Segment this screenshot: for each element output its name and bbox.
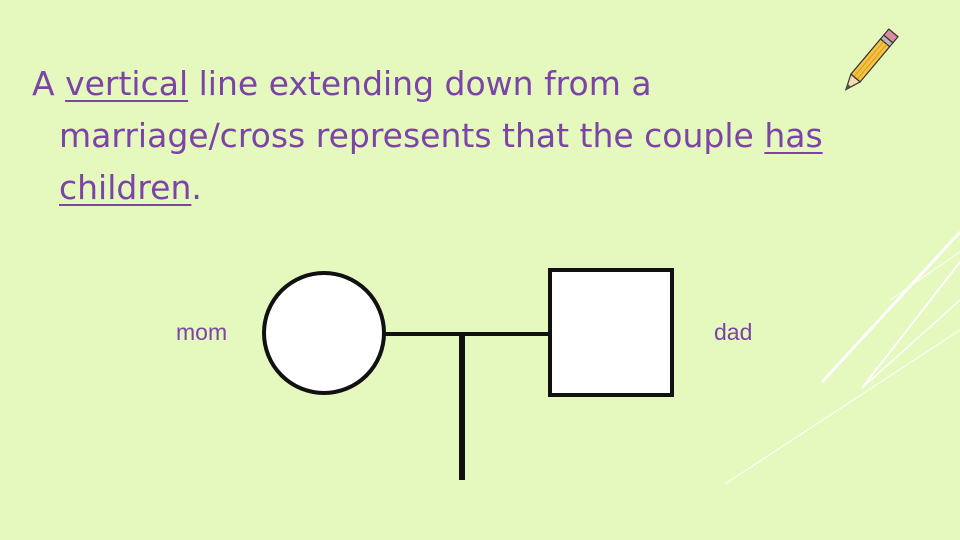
label-dad: dad [714,319,753,345]
text-has: has [764,116,823,155]
label-mom: mom [176,319,228,345]
main-statement: A vertical line extending down from a ma… [32,58,912,214]
text-seg-4: marriage/cross represents that the coupl… [59,116,765,155]
text-seg-3: line extending down from a [188,64,652,103]
text-vertical: vertical [65,64,189,103]
text-period: . [191,168,202,207]
pencil-icon [844,28,899,91]
text-seg-1: A [32,64,66,103]
male-square [548,268,674,397]
text-children: children [59,168,192,207]
female-circle [262,271,386,395]
